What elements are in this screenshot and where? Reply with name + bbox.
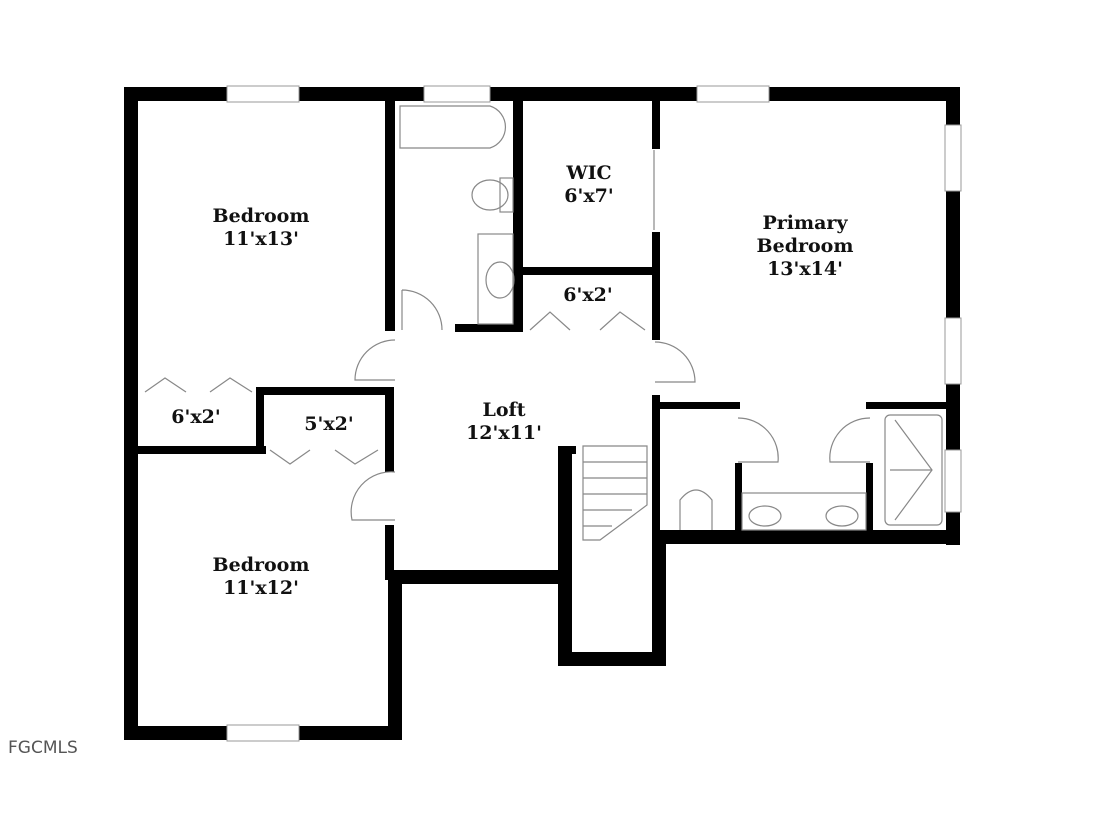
room-name: Bedroom [212,205,310,227]
room-label-wic: WIC 6'x7' [564,162,613,208]
room-label-bedroom-1: Bedroom 11'x13' [213,205,310,251]
room-label-closet-bedroom-2: 5'x2' [304,413,353,436]
room-size: 6'x2' [563,284,613,306]
fixtures [144,105,943,541]
room-size: 6'x7' [564,185,614,207]
room-name: WIC [566,162,612,184]
room-size: 11'x12' [223,577,299,599]
walls [124,87,960,740]
room-label-bedroom-2: Bedroom 11'x12' [213,554,310,600]
room-size: 6'x2' [171,406,221,428]
room-size: 13'x14' [767,258,843,280]
room-label-closet-wic-hall: 6'x2' [563,284,612,307]
room-name-line1: Primary [762,212,848,234]
room-label-primary-bedroom: Primary Bedroom 13'x14' [757,212,854,281]
room-label-closet-bedroom-1: 6'x2' [171,406,220,429]
room-name: Bedroom [212,554,310,576]
mls-watermark: FGCMLS [8,738,78,758]
room-name-line2: Bedroom [756,235,854,257]
room-size: 5'x2' [304,413,354,435]
room-label-loft: Loft 12'x11' [466,399,542,445]
room-name: Loft [482,399,526,421]
room-size: 11'x13' [223,228,299,250]
windows [226,85,962,742]
room-size: 12'x11' [466,422,542,444]
